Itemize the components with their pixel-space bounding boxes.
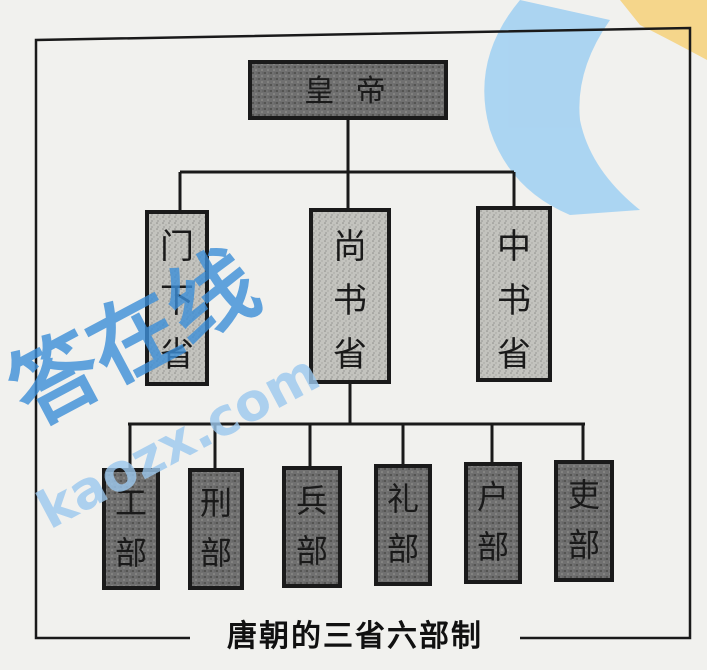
ministry-box: 刑部 [188,468,244,590]
department-shangshu: 尚书省 [309,208,391,384]
ministry-box: 户部 [464,462,522,584]
emperor-box: 皇 帝 [248,60,448,120]
ministry-label: 吏部 [568,476,600,564]
department-label: 尚书省 [333,227,367,375]
ministry-label: 兵部 [296,482,328,570]
emperor-label: 皇 帝 [304,74,392,109]
department-label: 门下省 [160,227,194,375]
ministry-box: 吏部 [554,460,614,582]
ministry-box: 兵部 [282,466,342,588]
ministry-label: 工部 [115,484,147,572]
department-menxia: 门下省 [145,210,209,386]
connector-lines [128,118,585,470]
outer-frame [34,26,692,640]
ministry-label: 礼部 [387,480,419,568]
ministry-box: 工部 [102,468,160,590]
ministry-label: 户部 [477,478,509,566]
diagram-caption: 唐朝的三省六部制 [190,617,520,657]
department-zhongshu: 中书省 [476,206,552,382]
ministry-label: 刑部 [200,484,232,572]
watermark-logo [484,0,707,215]
department-label: 中书省 [497,227,531,375]
ministry-box: 礼部 [374,464,432,586]
